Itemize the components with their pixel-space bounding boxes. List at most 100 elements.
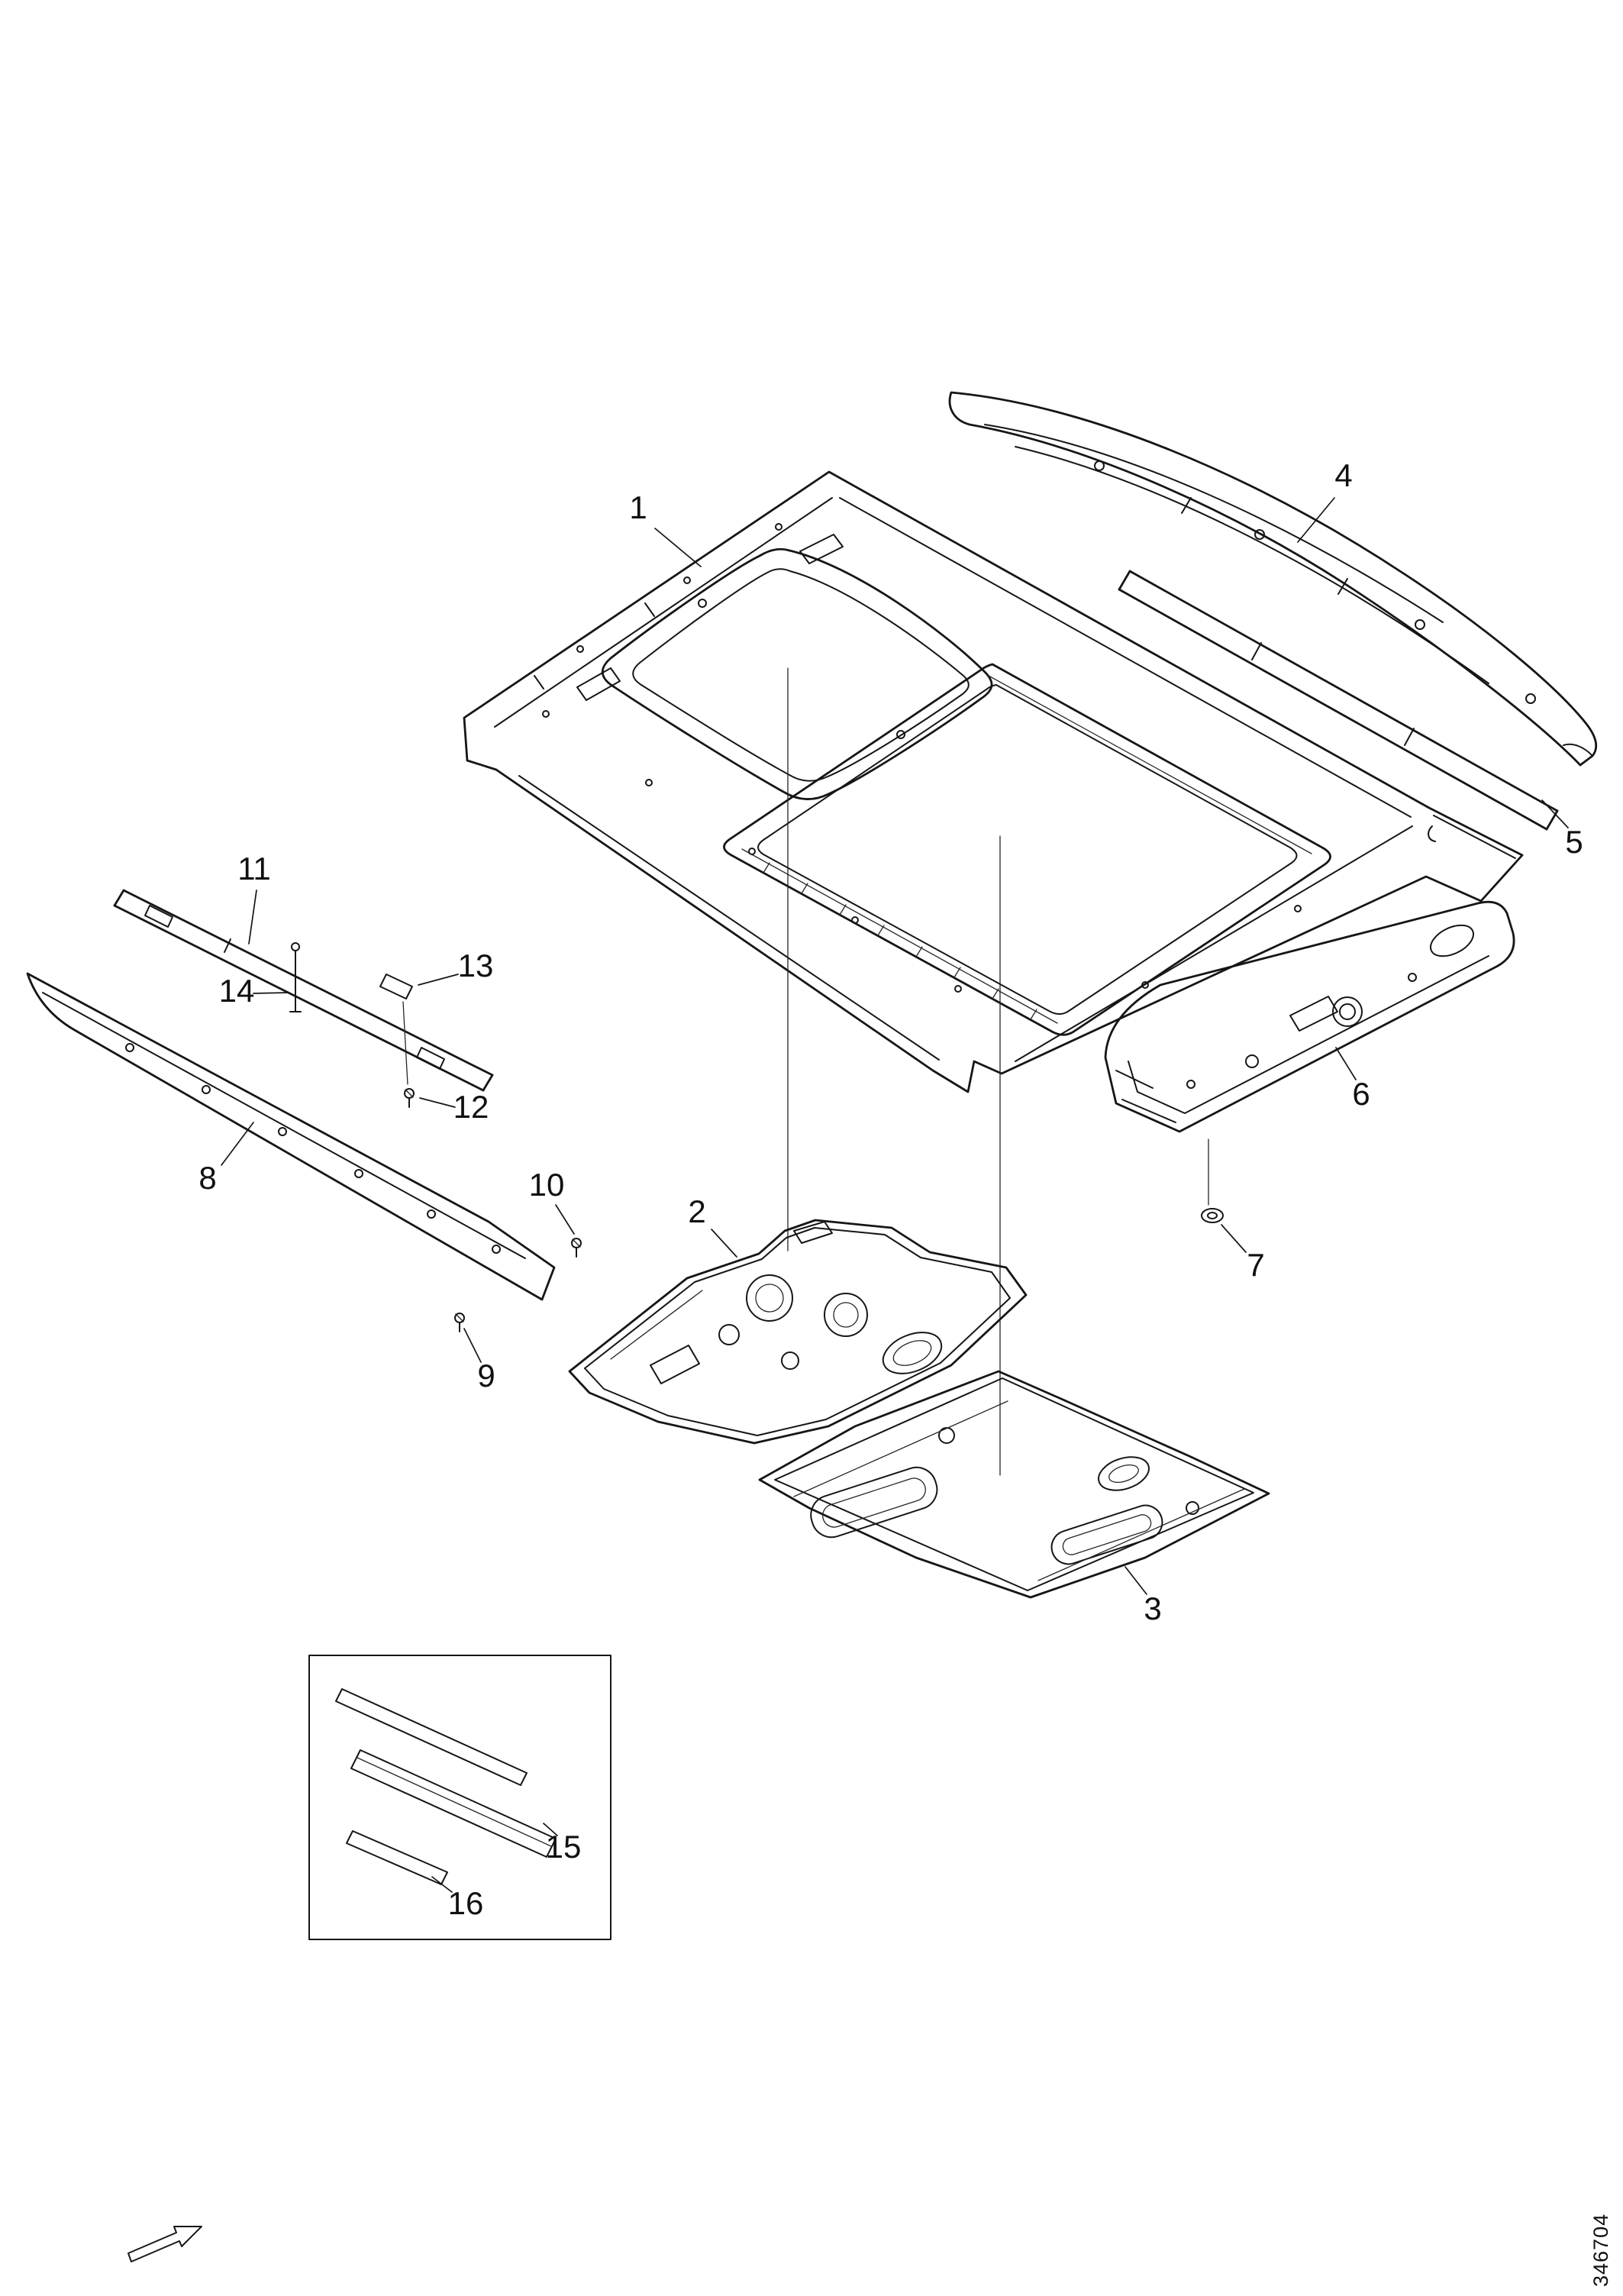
console-hole-small-1 bbox=[718, 1324, 740, 1345]
left-panel-inner-line bbox=[42, 992, 526, 1259]
roof-frame-clip-detail bbox=[1428, 825, 1436, 842]
screw-9-slot bbox=[455, 1313, 464, 1322]
header-strip-hole-2 bbox=[1254, 529, 1265, 540]
rail-strip-bottom-edge bbox=[1118, 588, 1548, 831]
header-strip-hole-3 bbox=[1415, 619, 1425, 630]
mounting-rail-right-cap bbox=[482, 1074, 494, 1092]
leader-lines bbox=[221, 497, 1569, 1893]
rear-opening-outer bbox=[723, 663, 1331, 1036]
console-oval-hole-inner bbox=[892, 1340, 932, 1366]
leader-line-1 bbox=[654, 528, 702, 567]
mounting-rail-clip-right bbox=[416, 1047, 445, 1070]
grommet-inner bbox=[1207, 1212, 1218, 1219]
tape-strip-upper bbox=[335, 1688, 528, 1786]
rail-strip-right-cap bbox=[1545, 809, 1559, 831]
callout-8: 8 bbox=[198, 1160, 216, 1196]
console-hole-large-1 bbox=[746, 1274, 793, 1322]
tape-strip-15 bbox=[350, 1749, 557, 1858]
callout-5: 5 bbox=[1565, 824, 1583, 860]
callout-9: 9 bbox=[477, 1358, 495, 1393]
callout-16: 16 bbox=[448, 1885, 484, 1921]
header-strip-end-hook bbox=[1563, 743, 1593, 757]
rail-strip-left-cap bbox=[1118, 570, 1131, 591]
trim-oval bbox=[1098, 1456, 1150, 1491]
clip-body bbox=[379, 974, 413, 999]
header-strip-hole-1 bbox=[1094, 460, 1105, 471]
leader-line-2 bbox=[711, 1229, 737, 1258]
mounting-rail bbox=[113, 889, 494, 1092]
screw-10 bbox=[571, 1238, 582, 1258]
reinforcement-rect-detail bbox=[1289, 996, 1338, 1032]
callout-11: 11 bbox=[237, 851, 271, 886]
leader-line-4 bbox=[1297, 497, 1335, 543]
leader-line-12 bbox=[419, 1097, 456, 1108]
thin-rail-strip bbox=[1118, 570, 1559, 831]
grommet-fastener bbox=[1201, 1138, 1224, 1223]
callout-4: 4 bbox=[1334, 457, 1352, 493]
roof-frame-right-tab-line bbox=[1433, 815, 1516, 859]
callout-13: 13 bbox=[458, 948, 494, 983]
leader-line-7 bbox=[1221, 1224, 1247, 1253]
console-crease bbox=[610, 1290, 703, 1360]
console-hole-large-2-inner bbox=[833, 1302, 859, 1328]
reinforcement-oval-hole bbox=[1430, 924, 1474, 957]
rail-strip-tick-1 bbox=[1251, 642, 1262, 660]
screw-12 bbox=[404, 1088, 415, 1108]
roof-frame-inner-edge-topright bbox=[839, 497, 1412, 818]
reinforcement-outline bbox=[1104, 900, 1515, 1133]
mounting-rail-tick bbox=[224, 938, 231, 953]
leader-line-3 bbox=[1124, 1566, 1147, 1595]
callout-1: 1 bbox=[629, 489, 647, 525]
leader-line-13 bbox=[418, 974, 459, 986]
rear-opening-hatch-ticks bbox=[763, 862, 1037, 1020]
trim-opening-left bbox=[810, 1466, 938, 1539]
front-opening-outer bbox=[601, 547, 993, 800]
side-reinforcement-panel bbox=[1104, 900, 1515, 1133]
trim-outline bbox=[758, 1370, 1270, 1599]
pin-head bbox=[291, 942, 300, 951]
console-panel bbox=[568, 1219, 1028, 1445]
reinforcement-hole-2 bbox=[1186, 1080, 1195, 1089]
callout-7: 7 bbox=[1247, 1247, 1264, 1283]
callout-10: 10 bbox=[529, 1167, 565, 1203]
direction-arrow-icon bbox=[127, 2226, 202, 2262]
rail-strip-tick-2 bbox=[1404, 728, 1415, 746]
callout-2: 2 bbox=[688, 1193, 705, 1229]
rear-sunroof-opening bbox=[723, 663, 1331, 1036]
front-sunroof-opening bbox=[601, 534, 993, 800]
leader-line-6 bbox=[1335, 1047, 1357, 1080]
trim-opening-right-inner bbox=[1062, 1514, 1152, 1555]
trim-crease-2 bbox=[1037, 1488, 1245, 1581]
locating-pin bbox=[289, 942, 302, 1012]
clip-alignment-line bbox=[402, 1001, 408, 1085]
rear-opening-seal-line-1 bbox=[741, 848, 1058, 1024]
roof-frame-inner-edge-topleft bbox=[494, 497, 833, 728]
leader-line-9 bbox=[463, 1328, 482, 1363]
mounting-rail-top bbox=[122, 889, 494, 1077]
header-strip-crease-2 bbox=[1015, 446, 1489, 684]
reinforcement-end-line-1 bbox=[1115, 1070, 1154, 1089]
console-oval-hole bbox=[882, 1332, 943, 1374]
reinforcement-grommet-inner bbox=[1339, 1003, 1356, 1020]
leader-line-16 bbox=[431, 1876, 453, 1893]
leader-line-10 bbox=[555, 1204, 575, 1235]
inset-box bbox=[308, 1655, 611, 1940]
front-opening-bracket bbox=[799, 534, 844, 564]
left-side-panel bbox=[26, 972, 556, 1301]
console-rect-hole bbox=[650, 1345, 700, 1384]
rear-opening-seal-line-2 bbox=[988, 675, 1312, 854]
trim-hole-2 bbox=[1186, 1501, 1199, 1515]
callout-labels: 1 2 3 4 5 6 7 8 9 10 11 12 13 14 15 16 bbox=[198, 457, 1583, 1921]
inset-box-frame bbox=[308, 1655, 611, 1940]
roof-frame-screw-holes bbox=[542, 523, 1302, 993]
header-strip-panel bbox=[948, 391, 1598, 767]
callout-6: 6 bbox=[1352, 1076, 1370, 1112]
roof-frame-vent-detail bbox=[576, 667, 621, 701]
trim-crease-1 bbox=[793, 1400, 1008, 1497]
reinforcement-hole-1 bbox=[1245, 1054, 1259, 1068]
left-panel-holes bbox=[125, 1043, 501, 1254]
retaining-clip bbox=[379, 974, 413, 1085]
console-inner-outline bbox=[584, 1227, 1011, 1436]
